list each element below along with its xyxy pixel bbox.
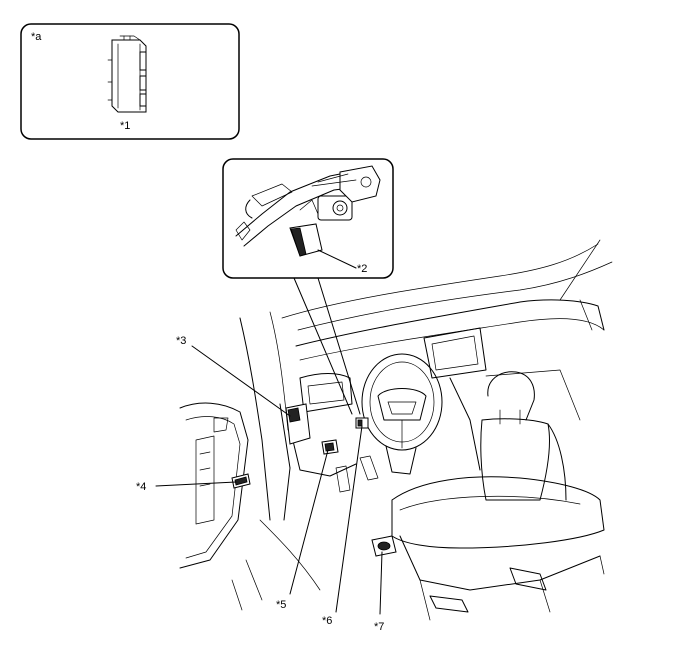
leader-6 — [335, 425, 363, 613]
callout-7: *7 — [374, 621, 384, 633]
callout-5: *5 — [276, 599, 286, 611]
leader-4 — [155, 481, 237, 487]
leader-3 — [191, 345, 291, 417]
inset-view-steering-column: *2 — [222, 158, 394, 279]
callout-6: *6 — [322, 615, 332, 627]
callout-4: *4 — [136, 481, 146, 493]
vehicle-interior-illustration — [179, 239, 613, 621]
view-label-a: *a — [31, 31, 42, 43]
ecu-module-illustration — [107, 35, 147, 113]
inset-pointer-right — [317, 277, 361, 415]
steering-column-illustration — [235, 165, 381, 257]
leader-2 — [317, 249, 357, 269]
callout-2: *2 — [357, 263, 367, 275]
callout-1: *1 — [120, 120, 130, 132]
leader-5 — [289, 449, 329, 595]
callout-3: *3 — [176, 335, 186, 347]
inset-view-a: *a *1 — [20, 23, 240, 140]
inset-pointer-left — [293, 277, 353, 415]
leader-7 — [379, 551, 383, 615]
